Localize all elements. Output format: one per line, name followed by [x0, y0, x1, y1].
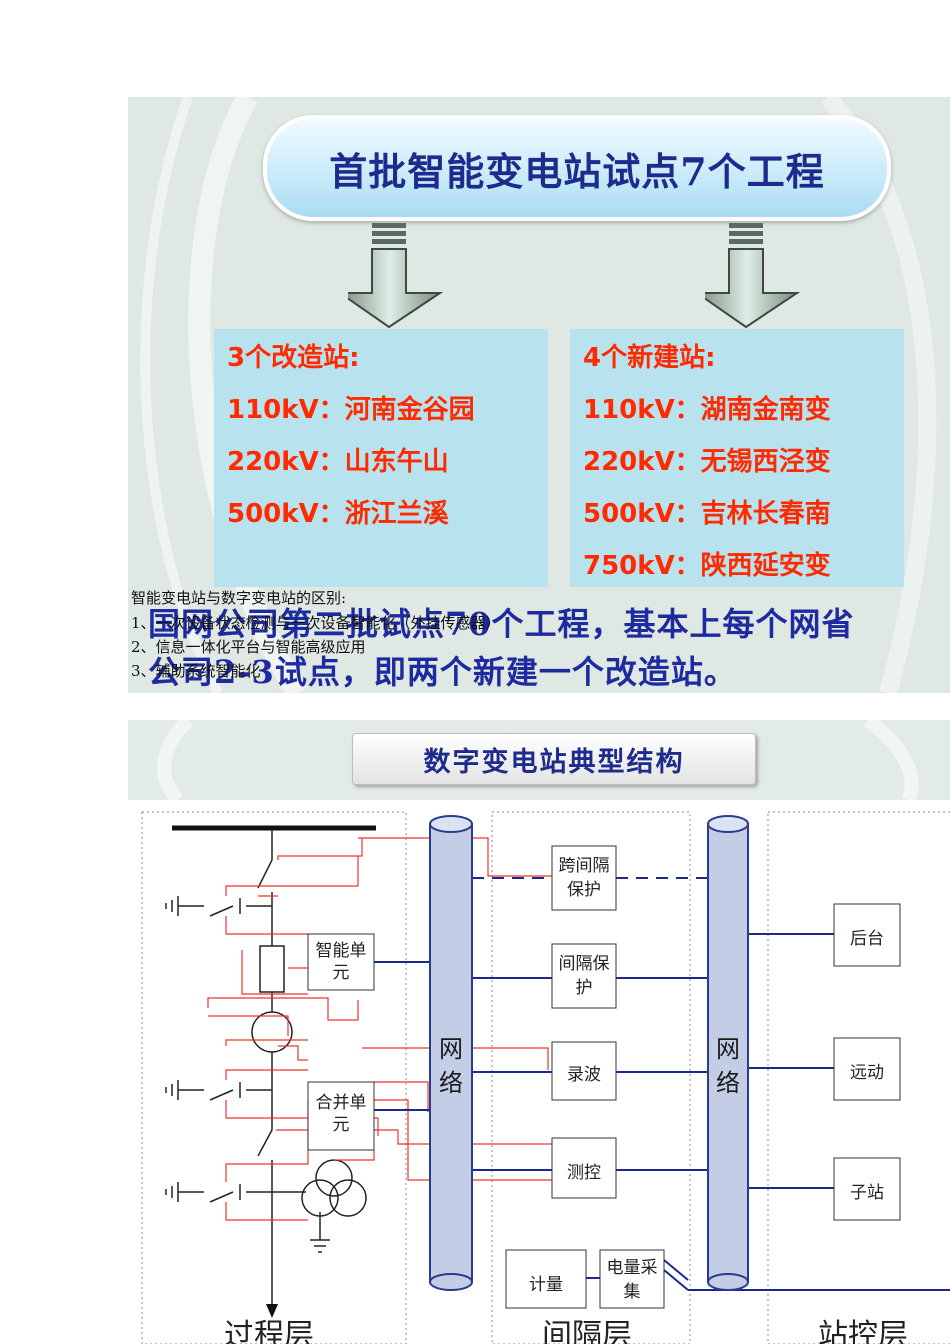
feeder-arrow-icon — [266, 1304, 278, 1318]
process-layer-region — [141, 811, 407, 1344]
bay-protection-label: 间隔保护 — [558, 954, 610, 998]
telecontrol-label: 远动 — [850, 1063, 884, 1083]
measure-control-label: 测控 — [567, 1163, 601, 1183]
new-stations-box: 4个新建站: 110kV：湖南金南变 220kV：无锡西泾变 500kV：吉林长… — [570, 329, 904, 587]
box-line: 500kV：吉林长春南 — [583, 499, 831, 529]
down-arrow-icon — [705, 223, 801, 329]
wave-recorder-label: 录波 — [567, 1065, 601, 1085]
down-arrow-icon — [348, 223, 444, 329]
network-label-left: 网络 — [439, 1035, 463, 1097]
merge-unit-box — [307, 1081, 375, 1151]
sampling-wires — [207, 837, 602, 1221]
box-line: 220kV：山东午山 — [227, 447, 449, 477]
station-layer-boxes — [833, 903, 901, 1221]
slide-pilot-projects: 首批智能变电站试点7个工程 3个改造站: 110kV：河南金谷园 220kV：山… — [128, 97, 950, 693]
box-line: 220kV：无锡西泾变 — [583, 447, 831, 477]
backend-label: 后台 — [850, 929, 884, 949]
smart-unit-label: 智能单元 — [315, 941, 367, 983]
network-label-right: 网络 — [716, 1035, 740, 1097]
note-item: 3、辅助系统智能化 — [131, 662, 261, 680]
bay-layer-boxes — [505, 845, 665, 1309]
renovation-stations-box: 3个改造站: 110kV：河南金谷园 220kV：山东午山 500kV：浙江兰溪 — [214, 329, 548, 587]
footer-line: 公司2-3试点，即两个新建一个改造站。 — [148, 653, 737, 691]
process-layer-label: 过程层 — [224, 1318, 314, 1344]
background-swirl — [157, 720, 919, 800]
footer-line: 国网公司第二批试点70个工程，基本上每个网省 — [148, 605, 855, 643]
merge-unit-label: 合并单元 — [315, 1093, 367, 1135]
title-banner: 首批智能变电站试点7个工程 — [263, 115, 891, 221]
structure-diagram: 智能单元 合并单元 跨间隔保护 间隔保护 录波 测控 计量 电量采集 后台 远动… — [128, 800, 950, 1344]
station-layer-label: 站控层 — [818, 1318, 908, 1344]
box-heading: 3个改造站: — [227, 343, 360, 373]
note-heading: 智能变电站与数字变电站的区别: — [131, 589, 347, 607]
cross-bay-protection-label: 跨间隔保护 — [558, 856, 610, 900]
note-item: 2、信息一体化平台与智能高级应用 — [131, 638, 366, 656]
energy-collect-label: 电量采集 — [606, 1258, 658, 1302]
slide-digital-substation-structure: 数字变电站典型结构 — [128, 720, 950, 1344]
network-bus-left — [429, 815, 473, 1291]
box-heading: 4个新建站: — [583, 343, 716, 373]
note-item: 1、一次设备状态检测与一次设备智能化（外挂传感器） — [131, 614, 501, 632]
network-bus-right — [707, 815, 749, 1291]
bay-layer-label: 间隔层 — [542, 1318, 632, 1344]
slide-title: 首批智能变电站试点7个工程 — [329, 148, 825, 194]
primary-circuit — [165, 828, 367, 1306]
box-line: 750kV：陕西延安变 — [583, 551, 831, 581]
box-line: 110kV：河南金谷园 — [227, 395, 475, 425]
title-banner: 数字变电站典型结构 — [352, 733, 756, 785]
station-layer-region — [767, 811, 950, 1344]
smart-unit-box — [307, 933, 375, 991]
metering-label: 计量 — [529, 1275, 563, 1295]
substation-label: 子站 — [850, 1183, 884, 1203]
box-line: 110kV：湖南金南变 — [583, 395, 831, 425]
slide-title: 数字变电站典型结构 — [423, 746, 685, 778]
box-line: 500kV：浙江兰溪 — [227, 499, 449, 529]
